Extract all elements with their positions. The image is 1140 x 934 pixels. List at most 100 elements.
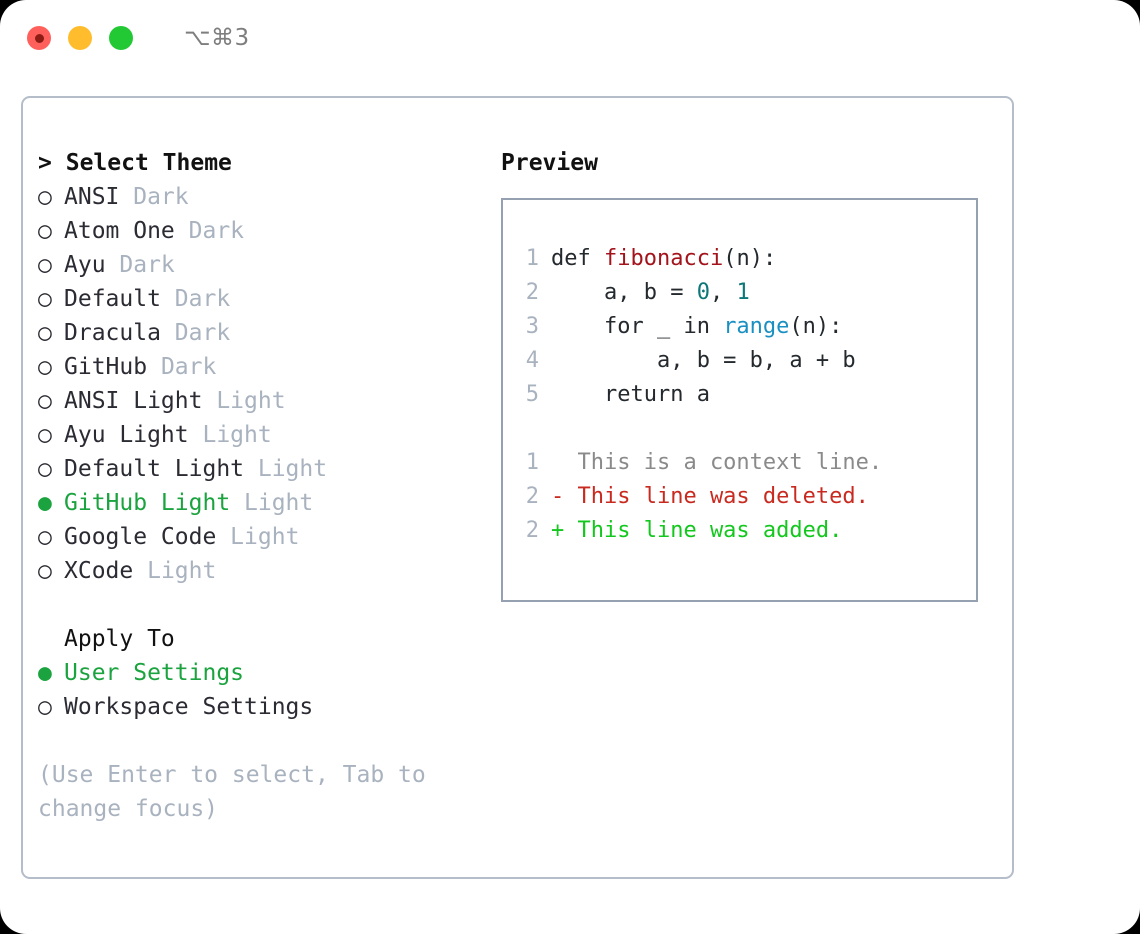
code-token-fn: fibonacci [603, 246, 724, 271]
line-number: 3 [525, 314, 539, 339]
code-sample: 1 def fibonacci (n): 2 a, b = 0, 1 3 for _ i… [513, 242, 976, 412]
title-bar: ⌥⌘3 [0, 0, 1140, 76]
apply-to-section: Apply To ● User Settings ○ Workspace Settin… [38, 622, 478, 724]
keyboard-shortcut-label: ⌥⌘3 [184, 25, 250, 51]
theme-picker-heading: > Select Theme [38, 146, 478, 180]
theme-option-category: Light [188, 422, 272, 448]
radio-selected-icon: ● [38, 660, 52, 686]
radio-unselected-icon: ○ [38, 422, 52, 448]
maximize-button[interactable] [109, 26, 133, 50]
radio-unselected-icon: ○ [38, 320, 52, 346]
diff-sample: 1 This is a context line. 2 - This line wa… [513, 446, 976, 548]
code-token-plain: a, b = b, a + b [551, 348, 856, 373]
theme-option-category: Dark [174, 218, 245, 244]
theme-option-ansi[interactable]: ○ ANSI Dark [38, 180, 478, 214]
diff-line-del: 2 - This line was deleted. [513, 480, 976, 514]
keyboard-hint: (Use Enter to select, Tab to change focu… [38, 762, 426, 822]
line-number: 4 [525, 348, 539, 373]
apply-to-list: ● User Settings ○ Workspace Settings [38, 656, 478, 724]
theme-option-name: Default [64, 286, 161, 312]
code-token-builtin: range [723, 314, 790, 339]
window-controls [27, 26, 133, 50]
line-number: 1 [525, 246, 539, 271]
code-token-plain: for _ in [551, 314, 724, 339]
apply-to-option-user-settings[interactable]: ● User Settings [38, 656, 478, 690]
theme-option-ayu[interactable]: ○ Ayu Dark [38, 248, 478, 282]
theme-option-ayu-light[interactable]: ○ Ayu Light Light [38, 418, 478, 452]
radio-selected-icon: ● [38, 490, 52, 516]
caret-icon: > [38, 150, 52, 176]
code-token-num: 1 [736, 280, 750, 305]
code-preview-box: 1 def fibonacci (n): 2 a, b = 0, 1 3 for _ i… [501, 198, 978, 602]
theme-picker-heading-label: Select Theme [65, 150, 232, 176]
theme-list: ○ANSI Dark○Atom One Dark○Ayu Dark○Defaul… [38, 180, 478, 588]
theme-option-name: ANSI Light [64, 388, 203, 414]
theme-option-xcode[interactable]: ○ XCode Light [38, 554, 478, 588]
diff-line-text: - This line was deleted. [551, 484, 869, 509]
minimize-button[interactable] [68, 26, 92, 50]
close-button[interactable] [27, 26, 51, 50]
code-token-plain: (n): [789, 314, 843, 339]
theme-option-google-code[interactable]: ○ Google Code Light [38, 520, 478, 554]
code-token-plain: def [551, 246, 604, 271]
diff-line-ctx: 1 This is a context line. [513, 446, 976, 480]
theme-option-default-light[interactable]: ○ Default Light Light [38, 452, 478, 486]
code-line: 2 a, b = 0, 1 [513, 276, 976, 310]
theme-option-default[interactable]: ○ Default Dark [38, 282, 478, 316]
theme-option-atom-one[interactable]: ○Atom One Dark [38, 214, 478, 248]
radio-unselected-icon: ○ [38, 694, 52, 720]
theme-option-category: Light [230, 490, 314, 516]
theme-picker-column: > Select Theme ○ANSI Dark○Atom One Dark○… [38, 146, 478, 826]
preview-spacer [513, 412, 976, 446]
radio-unselected-icon: ○ [38, 286, 52, 312]
radio-unselected-icon: ○ [38, 558, 52, 584]
theme-option-name: Ayu [64, 252, 106, 278]
radio-unselected-icon: ○ [38, 456, 52, 482]
diff-line-add: 2+ This line was added. [513, 514, 976, 548]
theme-option-name: Atom One [64, 218, 175, 244]
theme-option-name: Dracula [64, 320, 161, 346]
line-number: 2 [525, 518, 539, 543]
theme-option-dracula[interactable]: ○ Dracula Dark [38, 316, 478, 350]
apply-to-option-workspace-settings[interactable]: ○ Workspace Settings [38, 690, 478, 724]
radio-unselected-icon: ○ [38, 524, 52, 550]
line-number: 1 [525, 450, 539, 475]
radio-unselected-icon: ○ [38, 388, 52, 414]
apply-to-heading: Apply To [64, 626, 175, 652]
main-panel: > Select Theme ○ANSI Dark○Atom One Dark○… [21, 96, 1014, 879]
code-line: 4 a, b = b, a + b [513, 344, 976, 378]
theme-option-category: Light [216, 524, 300, 550]
theme-option-name: Default Light [64, 456, 245, 482]
theme-option-category: Dark [160, 286, 231, 312]
diff-line-text: This is a context line. [551, 450, 883, 475]
code-token-plain: , [709, 280, 737, 305]
theme-option-category: Light [202, 388, 286, 414]
theme-option-name: ANSI [64, 184, 120, 210]
radio-unselected-icon: ○ [38, 252, 52, 278]
theme-option-category: Light [133, 558, 217, 584]
theme-option-name: Ayu Light [64, 422, 189, 448]
radio-unselected-icon: ○ [38, 184, 52, 210]
preview-heading: Preview [501, 150, 598, 176]
apply-to-option-name: User Settings [64, 660, 245, 686]
preview-column: Preview 1 def fibonacci (n): 2 a, b = 0, 1 3… [501, 146, 991, 602]
theme-option-category: Dark [105, 252, 175, 278]
theme-option-github[interactable]: ○ GitHub Dark [38, 350, 478, 384]
code-line: 5 return a [513, 378, 976, 412]
radio-unselected-icon: ○ [38, 354, 52, 380]
code-token-plain: return a [551, 382, 710, 407]
apply-to-option-name: Workspace Settings [64, 694, 314, 720]
line-number: 5 [525, 382, 539, 407]
theme-option-github-light[interactable]: ●GitHub Light Light [38, 486, 478, 520]
theme-option-ansi-light[interactable]: ○ ANSI Light Light [38, 384, 478, 418]
theme-option-category: Dark [119, 184, 189, 210]
theme-option-name: GitHub [64, 354, 148, 380]
line-number: 2 [525, 484, 539, 509]
theme-option-name: Google Code [64, 524, 217, 550]
code-token-num: 0 [696, 280, 710, 305]
theme-option-category: Light [244, 456, 328, 482]
theme-option-category: Dark [147, 354, 217, 380]
theme-option-category: Dark [160, 320, 231, 346]
theme-option-name: XCode [64, 558, 134, 584]
